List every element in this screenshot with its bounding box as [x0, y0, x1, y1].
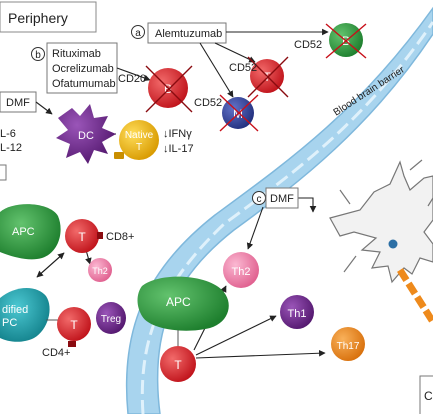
- th2-mid-label: Th2: [232, 266, 251, 278]
- il6-label: L-6: [0, 128, 16, 140]
- rituximab-label: Rituximab: [52, 48, 101, 60]
- native-line1: Native: [125, 130, 154, 141]
- modified-line2: PC: [2, 317, 17, 329]
- alemtuzumab-label: Alemtuzumab: [155, 28, 222, 40]
- t-cell-cd4: [57, 307, 91, 341]
- neuron: [329, 159, 433, 324]
- th17-label: Th17: [337, 341, 360, 352]
- th2-left-label: Th2: [92, 266, 108, 276]
- marker-b: [31, 47, 45, 61]
- dmf-box-mid: [265, 187, 299, 209]
- corner-box: [419, 375, 433, 414]
- t-mod-label: T: [70, 318, 78, 332]
- cd8-receptor: [97, 232, 103, 239]
- arrows: [35, 28, 329, 359]
- b-green-cross: [325, 23, 367, 59]
- marker-a-label: a: [135, 28, 141, 39]
- t-bottom-label: T: [174, 358, 182, 372]
- modified-line1: dified: [2, 304, 28, 316]
- native-t-cell: [119, 120, 159, 160]
- il12-label: L-12: [0, 142, 22, 154]
- b-red-label: B: [164, 82, 172, 96]
- periphery-label: Periphery: [8, 10, 68, 26]
- th1-cell: [280, 295, 314, 329]
- m-cross: [219, 94, 259, 132]
- dmf-top-label: DMF: [6, 97, 30, 109]
- th2-left-cell: [88, 258, 112, 282]
- corner-label: C: [424, 389, 433, 403]
- th2-mid-cell: [223, 252, 259, 288]
- apc-mid-cell: [137, 276, 229, 331]
- cd4-label: CD4+: [42, 347, 70, 359]
- cd52-label-c: CD52: [294, 39, 322, 51]
- modified-apc-cell: [0, 287, 50, 342]
- neuron-nucleus: [388, 239, 398, 249]
- alemtuzumab-box: [147, 22, 227, 44]
- dc-label: DC: [78, 130, 94, 142]
- ocrelizumab-label: Ocrelizumab: [52, 63, 114, 75]
- cd20-label: CD20: [118, 73, 146, 85]
- treg-label: Treg: [101, 314, 121, 325]
- t-cell-bottom: [160, 346, 196, 382]
- t-cell-left: [65, 219, 99, 253]
- periphery-box: [0, 1, 97, 33]
- dendritic-cell: [56, 104, 116, 164]
- apc-left-cell: [0, 204, 61, 260]
- native-line2: T: [136, 142, 142, 153]
- t-left-label: T: [78, 230, 86, 244]
- dmf-mid-label: DMF: [270, 193, 294, 205]
- ofatumumab-label: Ofatumumab: [52, 78, 116, 90]
- ifn-label: ↓IFNγ: [163, 128, 192, 140]
- apc-mid-label: APC: [166, 295, 191, 309]
- cd4-receptor: [68, 341, 76, 347]
- cd8-label: CD8+: [106, 231, 134, 243]
- th17-cell: [331, 327, 365, 361]
- anti-cd20-box: [46, 42, 118, 94]
- b-red-cross: [145, 65, 193, 113]
- marker-b-label: b: [35, 50, 41, 61]
- th1-label: Th1: [288, 308, 307, 320]
- cd52-label-b: CD52: [194, 97, 222, 109]
- apc-left-label: APC: [12, 226, 35, 238]
- native-receptor: [114, 152, 124, 159]
- t-top-cross: [247, 56, 289, 98]
- marker-c-label: c: [257, 194, 262, 205]
- cd52-label-a: CD52: [229, 62, 257, 74]
- blood-vessel: [125, 6, 433, 414]
- il17-label: ↓IL-17: [163, 143, 194, 155]
- treg-cell: [96, 302, 126, 334]
- myelin-sheath: [397, 268, 433, 324]
- cut-box: [0, 164, 7, 181]
- marker-a: [131, 25, 145, 39]
